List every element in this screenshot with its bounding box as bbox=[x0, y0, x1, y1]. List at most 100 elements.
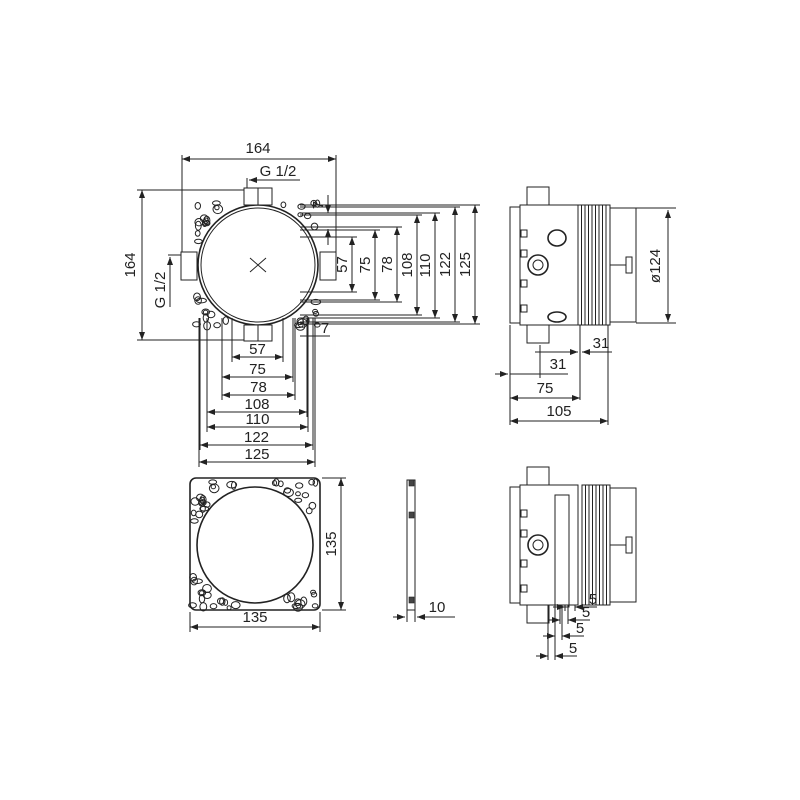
pebble bbox=[194, 220, 202, 231]
mounting-rail bbox=[509, 486, 521, 604]
slot bbox=[520, 249, 528, 258]
pebble bbox=[295, 482, 304, 489]
stem-cap bbox=[625, 536, 633, 554]
dim-diameter-124: ø124 bbox=[647, 249, 664, 283]
pebble bbox=[190, 518, 199, 524]
pebble bbox=[213, 322, 221, 329]
pebble bbox=[203, 217, 210, 225]
pebble bbox=[310, 199, 318, 207]
pebble bbox=[294, 598, 302, 607]
slot bbox=[520, 529, 528, 538]
pebble bbox=[194, 202, 202, 210]
pebble bbox=[301, 492, 310, 499]
thread-label-top: G 1/2 bbox=[260, 163, 297, 180]
pebble bbox=[214, 205, 220, 211]
pebble bbox=[212, 200, 221, 206]
dim-horizontal-108: 108 bbox=[244, 396, 269, 413]
pebble bbox=[294, 497, 303, 503]
bottom-connector bbox=[526, 604, 550, 624]
dim-vertical-108: 108 bbox=[399, 252, 416, 277]
pebble bbox=[202, 584, 212, 593]
dim-width-164: 164 bbox=[245, 140, 270, 157]
slot bbox=[520, 584, 528, 593]
pebble bbox=[199, 214, 209, 223]
dim-horizontal-75: 75 bbox=[249, 361, 266, 378]
dim-spacer-5: 5 bbox=[576, 620, 584, 637]
plate-view: 135 135 bbox=[188, 477, 346, 632]
pebble bbox=[199, 602, 208, 612]
dim-75: 75 bbox=[537, 380, 554, 397]
side-view bbox=[509, 186, 637, 344]
plate-side-view: 10 bbox=[393, 479, 455, 622]
pebble bbox=[209, 603, 218, 610]
pebble bbox=[273, 478, 280, 487]
pebble bbox=[310, 591, 318, 598]
outlet-bore bbox=[532, 259, 544, 271]
pebble bbox=[194, 296, 202, 305]
right-connector bbox=[319, 251, 337, 281]
slot bbox=[520, 509, 528, 518]
dim-spacer-5: 5 bbox=[569, 640, 577, 657]
pebble bbox=[190, 576, 198, 586]
pebble bbox=[226, 605, 232, 611]
slot bbox=[520, 559, 528, 568]
pebble bbox=[308, 501, 317, 510]
dim-vertical-78: 78 bbox=[379, 256, 396, 273]
pebble bbox=[199, 496, 206, 504]
dim-plate-height: 135 bbox=[323, 531, 340, 556]
plate-pebbles bbox=[188, 478, 319, 612]
pebble bbox=[280, 201, 287, 209]
pebble bbox=[190, 497, 200, 506]
pebble bbox=[195, 510, 204, 519]
pebble bbox=[206, 310, 216, 319]
center-cross-icon bbox=[249, 257, 267, 273]
pebble bbox=[295, 491, 301, 497]
outlet-nut bbox=[527, 254, 549, 276]
pebble bbox=[283, 488, 294, 497]
pebble-frame bbox=[192, 199, 322, 331]
outlet-nut bbox=[527, 534, 549, 556]
dim-horizontal-122: 122 bbox=[244, 429, 269, 446]
pebble bbox=[208, 479, 218, 485]
bottom-connector bbox=[526, 324, 550, 344]
dim-31-a: 31 bbox=[593, 335, 610, 352]
side-view-dims: ø124 31 31 75 105 bbox=[495, 207, 676, 425]
pebble bbox=[201, 308, 210, 316]
pebble bbox=[222, 316, 230, 325]
dim-105: 105 bbox=[546, 403, 571, 420]
dim-offset-bottom-7: 7 bbox=[321, 320, 329, 337]
dim-horizontal-110: 110 bbox=[246, 411, 270, 428]
outlet-bore bbox=[532, 539, 544, 551]
slot bbox=[520, 229, 528, 238]
top-connector bbox=[526, 186, 550, 206]
mounting-rail bbox=[509, 206, 521, 324]
pebble bbox=[201, 219, 208, 227]
dim-31-b: 31 bbox=[550, 356, 567, 373]
pebble bbox=[308, 478, 316, 486]
top-connector bbox=[526, 466, 550, 486]
stem-cap bbox=[625, 256, 633, 274]
slot bbox=[520, 279, 528, 288]
thread-label-left: G 1/2 bbox=[152, 272, 169, 309]
pebble bbox=[230, 601, 241, 610]
dim-vertical-110: 110 bbox=[417, 254, 434, 278]
dim-vertical-122: 122 bbox=[437, 252, 454, 277]
pebble bbox=[194, 238, 203, 245]
dim-spacer-5: 5 bbox=[582, 604, 590, 621]
dim-horizontal-78: 78 bbox=[250, 379, 267, 396]
spacer-ring bbox=[554, 494, 570, 608]
plate-circle bbox=[196, 486, 314, 604]
pebble bbox=[305, 507, 313, 515]
pebble bbox=[313, 322, 321, 328]
pebble bbox=[194, 230, 201, 237]
dim-vertical-75: 75 bbox=[357, 257, 374, 274]
pebble bbox=[287, 592, 296, 603]
pebble bbox=[195, 297, 207, 304]
dim-vertical-125: 125 bbox=[457, 252, 474, 277]
pebble bbox=[312, 310, 320, 317]
pebble bbox=[291, 603, 302, 609]
side-view-2 bbox=[509, 466, 637, 624]
